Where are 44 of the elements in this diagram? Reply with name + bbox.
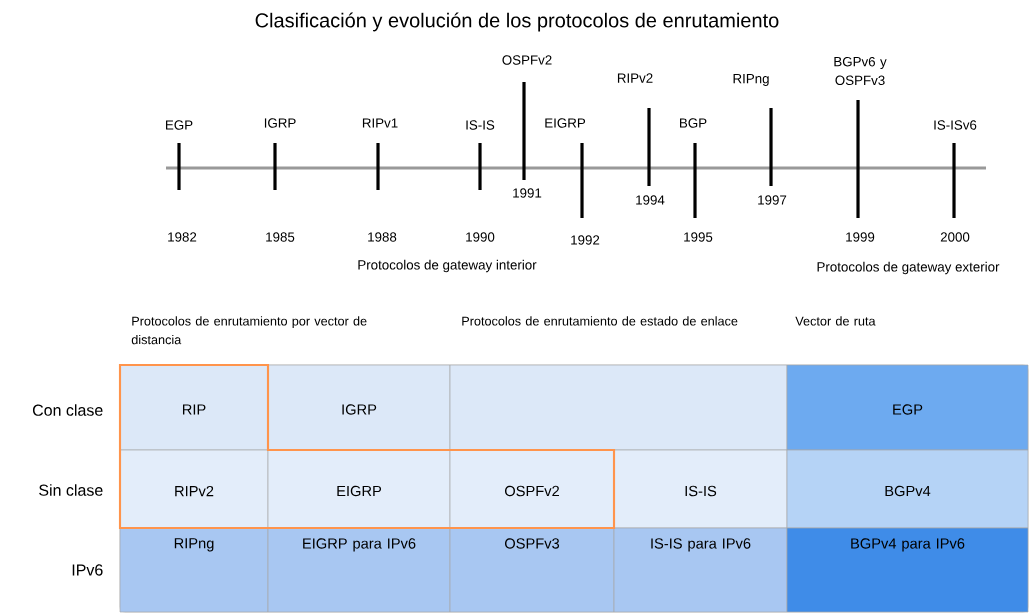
year-label: 2000: [940, 232, 970, 242]
year-label: 1982: [168, 232, 197, 242]
column-header: Vector de ruta: [795, 316, 876, 326]
table-cell: IS-IS para IPv6: [613, 527, 788, 613]
table-cell: RIPng: [119, 527, 269, 613]
table-cell: EGP: [786, 364, 1029, 451]
protocol-label: RIPv1: [362, 118, 398, 128]
table-cell: OSPFv3: [449, 527, 615, 613]
year-label: 1997: [758, 195, 787, 205]
timeline-caption: Protocolos de gateway exterior: [817, 261, 1000, 275]
protocol-label: IGRP: [264, 118, 296, 128]
protocol-label: EIGRP: [545, 118, 586, 128]
row-header: Sin clase: [39, 484, 103, 496]
protocol-label: BGP: [680, 118, 707, 128]
table-cell: BGPv4: [786, 449, 1029, 529]
title: Clasificación y evolución de los protocolos de enrutamiento: [255, 12, 779, 32]
year-label: 1995: [684, 232, 713, 242]
table-cell: BGPv4 para IPv6: [786, 527, 1029, 613]
protocol-label: EGP: [166, 120, 193, 130]
protocol-label: IS-ISv6: [934, 120, 977, 130]
year-label: 1999: [846, 232, 875, 242]
protocol-label: BGPv6 y OSPFv3: [834, 56, 887, 86]
year-label: 1994: [636, 195, 665, 205]
year-label: 1990: [466, 232, 495, 242]
protocol-label: IS-IS: [466, 120, 495, 130]
table-cell: IGRP: [267, 364, 451, 451]
protocol-label: RIPng: [733, 74, 769, 86]
year-label: 1992: [571, 235, 600, 245]
protocol-label: RIPv2: [617, 73, 653, 83]
protocol-label: OSPFv2: [502, 55, 552, 65]
table-cell: IS-IS: [613, 449, 788, 529]
column-header: Protocolos de enrutamiento de estado de enlace: [462, 316, 738, 326]
year-label: 1985: [266, 232, 295, 242]
table-cell: EIGRP para IPv6: [267, 527, 451, 613]
table-cell: OSPFv2: [449, 449, 615, 529]
table-cell: RIPv2: [119, 449, 269, 529]
column-header: Protocolos de enrutamiento por vector de distancia: [131, 316, 367, 345]
row-header: Con clase: [32, 404, 103, 416]
table-cell: RIP: [119, 364, 269, 451]
row-header: IPv6: [72, 564, 103, 576]
timeline-caption: Protocolos de gateway interior: [358, 259, 537, 273]
table-cell: EIGRP: [267, 449, 451, 529]
year-label: 1991: [513, 188, 542, 198]
year-label: 1988: [368, 232, 397, 242]
